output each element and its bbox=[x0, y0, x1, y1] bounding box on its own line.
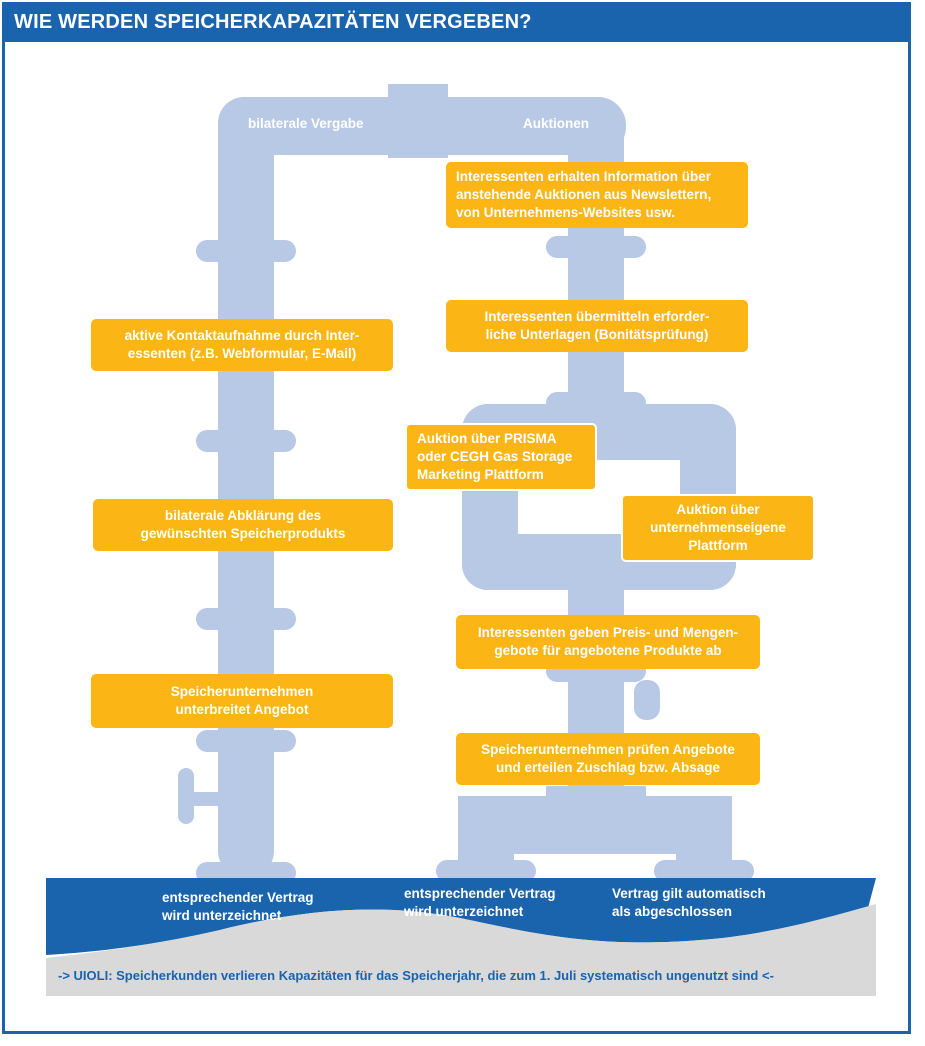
ground-band bbox=[46, 904, 876, 996]
manifold-flange-left bbox=[436, 860, 536, 882]
top-pipe-flange bbox=[388, 84, 448, 104]
side-stub bbox=[634, 680, 660, 720]
right-pipe-upper bbox=[568, 97, 624, 427]
left-pipe bbox=[218, 97, 274, 877]
water-band bbox=[46, 878, 876, 955]
top-pipe-flange-bottom bbox=[388, 148, 448, 158]
manifold-pipe bbox=[458, 796, 732, 854]
right-step-1: Interessenten erhalten Information über … bbox=[446, 162, 748, 228]
right-step-3: Interessenten geben Preis- und Mengen- g… bbox=[456, 615, 760, 669]
left-flange-1 bbox=[196, 240, 296, 262]
label-bilateral: bilaterale Vergabe bbox=[248, 116, 364, 131]
left-flange-4 bbox=[196, 730, 296, 752]
left-step-3: Speicherunternehmen unterbreitet Angebot bbox=[91, 674, 393, 728]
left-step-1: aktive Kontaktaufnahme durch Inter- esse… bbox=[91, 319, 393, 371]
label-auctions: Auktionen bbox=[523, 116, 589, 131]
page-title: WIE WERDEN SPEICHERKAPAZITÄTEN VERGEBEN? bbox=[2, 2, 911, 42]
left-flange-3 bbox=[196, 608, 296, 630]
auction-option-company-platform: Auktion über unternehmenseigene Plattfor… bbox=[621, 494, 815, 562]
manifold-flange-right bbox=[654, 860, 754, 882]
left-flange-2 bbox=[196, 430, 296, 452]
outcome-right: Vertrag gilt automatisch als abgeschloss… bbox=[612, 886, 766, 919]
outcome-left: entsprechender Vertrag wird unterzeichne… bbox=[162, 890, 314, 923]
uioli-footnote: -> UIOLI: Speicherkunden verlieren Kapaz… bbox=[58, 968, 774, 983]
valve-stem bbox=[186, 792, 222, 806]
outcome-middle: entsprechender Vertrag wird unterzeichne… bbox=[404, 886, 556, 919]
left-step-2: bilaterale Abklärung des gewünschten Spe… bbox=[93, 499, 393, 551]
auction-option-prisma: Auktion über PRISMA oder CEGH Gas Storag… bbox=[405, 423, 597, 491]
right-flange-1 bbox=[546, 236, 646, 258]
right-step-2: Interessenten übermitteln erforder- lich… bbox=[446, 300, 748, 352]
top-pipe bbox=[218, 97, 626, 155]
right-step-4: Speicherunternehmen prüfen Angebote und … bbox=[456, 733, 760, 785]
